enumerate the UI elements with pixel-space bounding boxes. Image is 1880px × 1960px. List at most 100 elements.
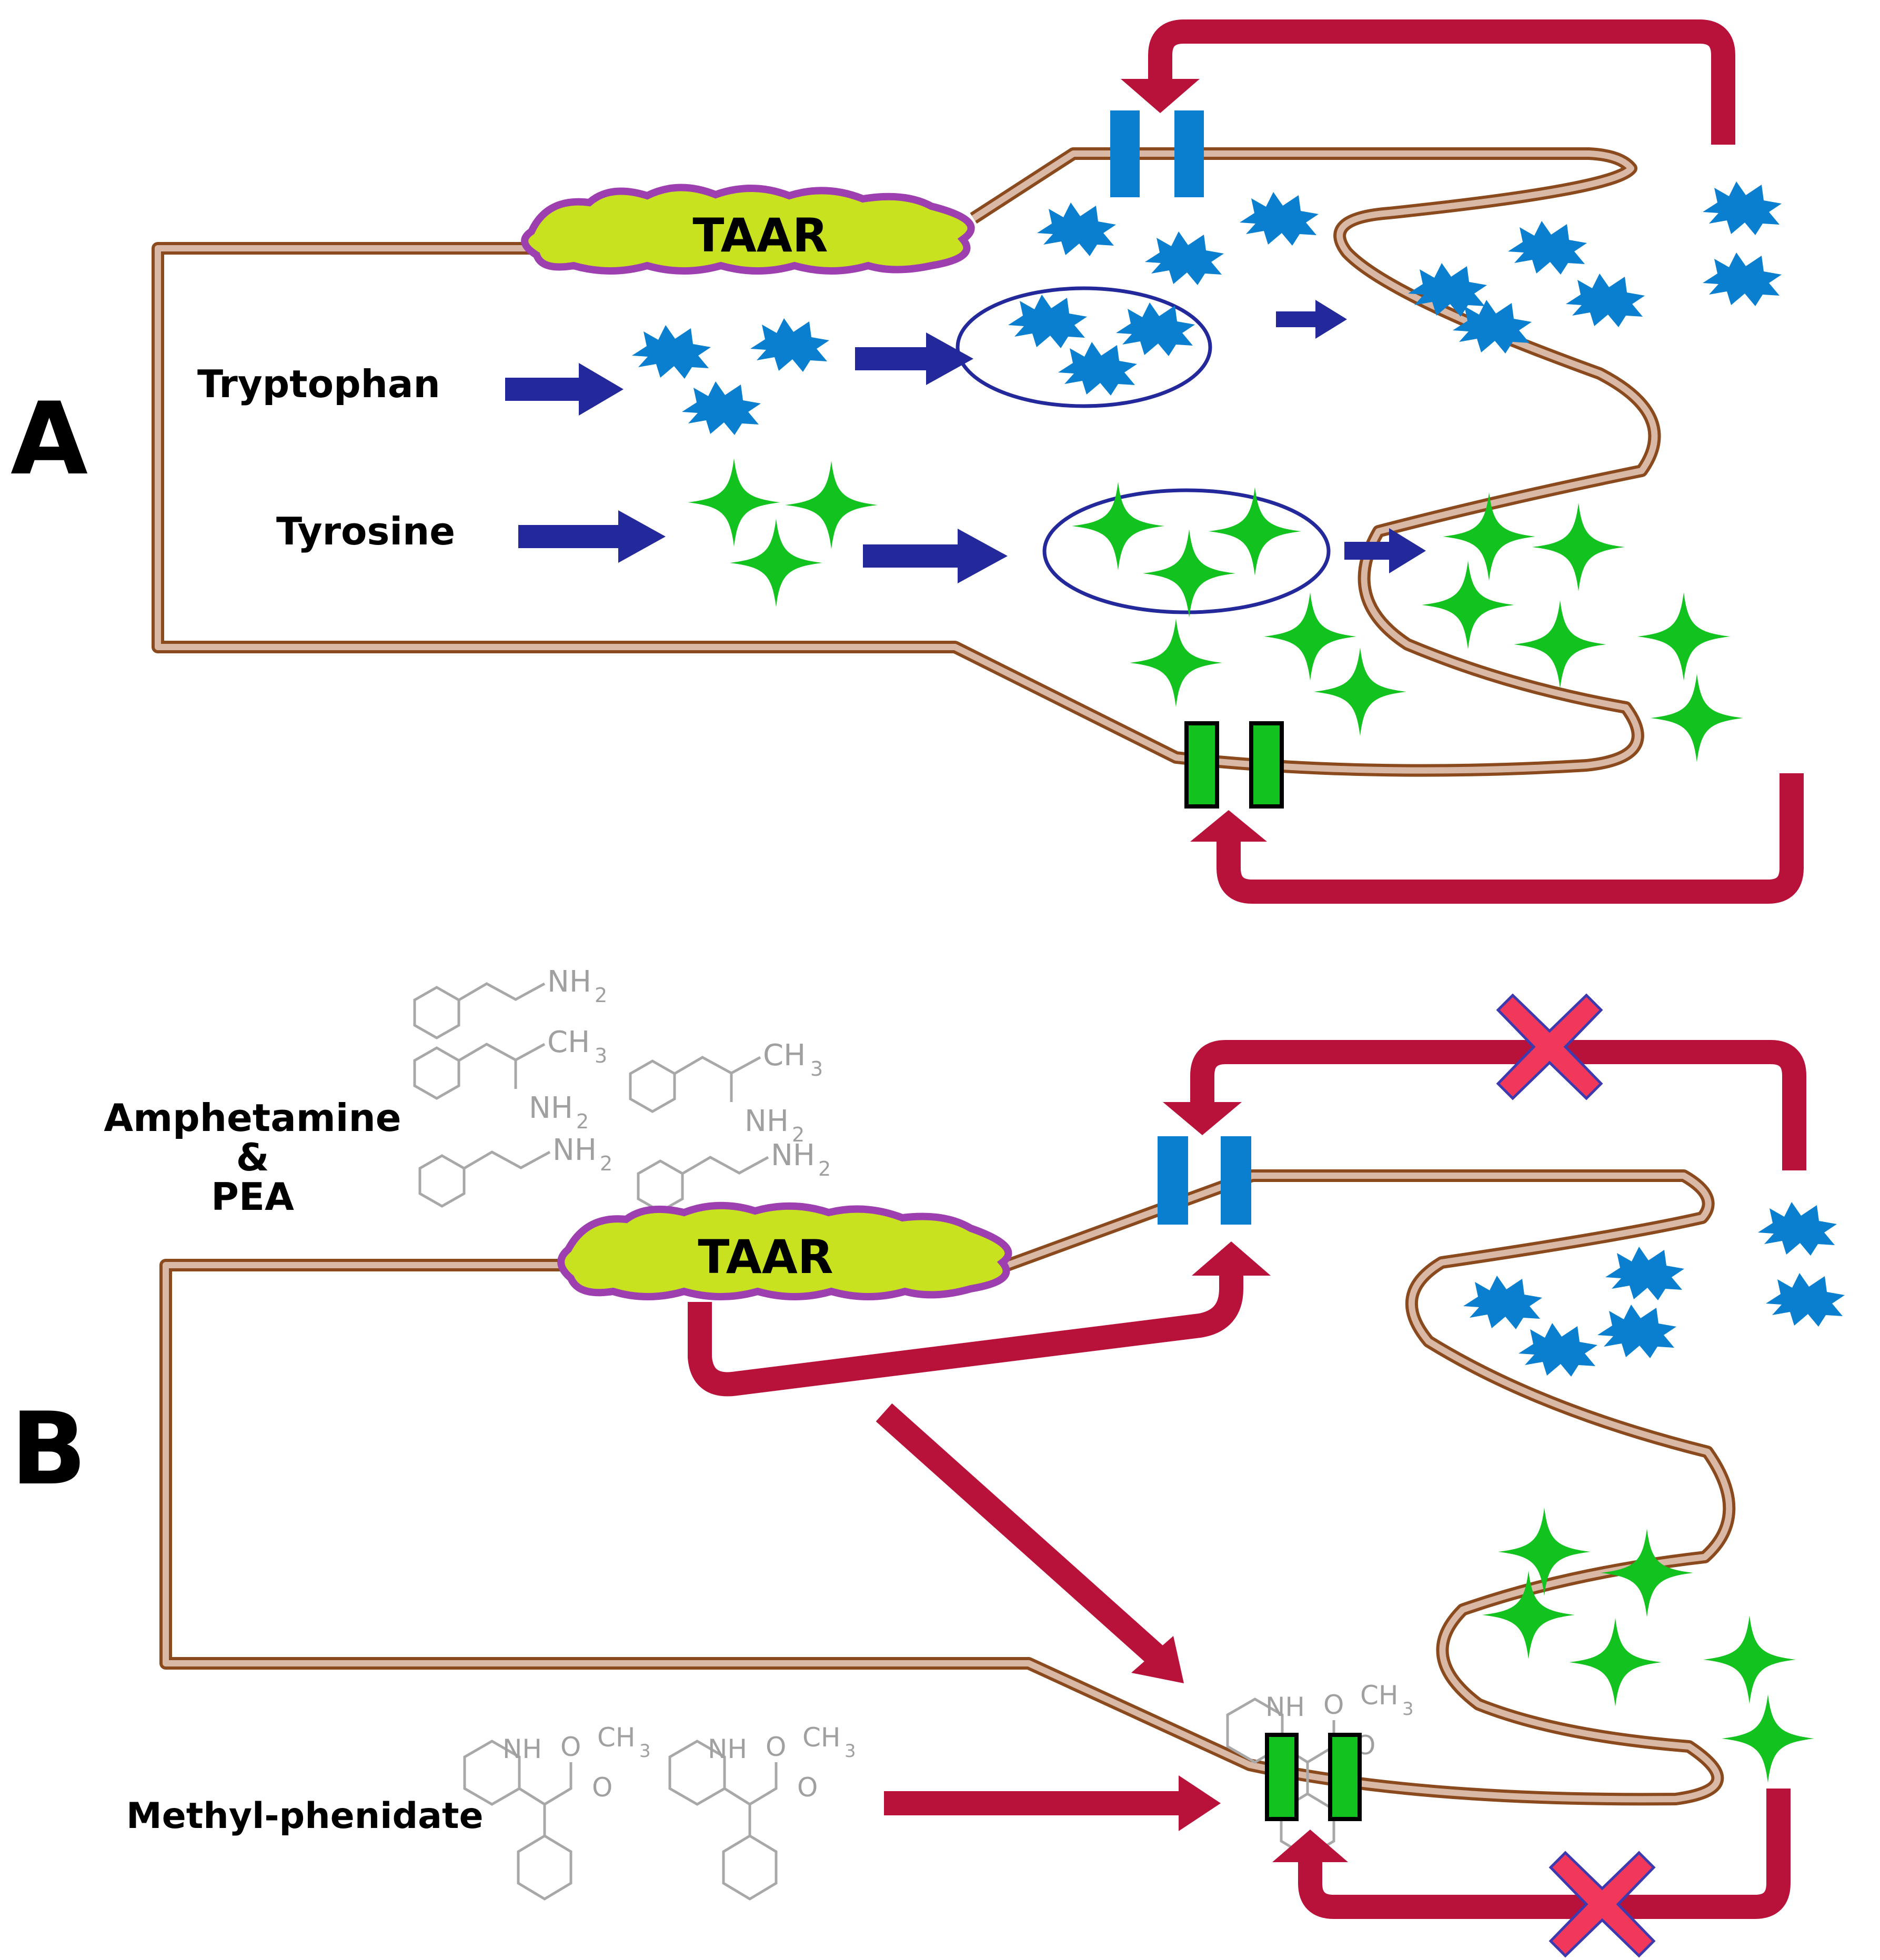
serotonin-molecule: [1463, 1276, 1542, 1329]
methylphenidate-molecule-structure: NH O O CH 3: [668, 1722, 856, 1901]
synthesis-arrows-a: [505, 300, 1426, 583]
serotonin-transporter-a: [1110, 110, 1204, 197]
amphetamine-molecule-structure: CH 3 NH 2: [629, 1038, 823, 1146]
pea-molecule-structure: NH 2: [418, 1133, 612, 1208]
serotonin-reuptake-arrow-a: [1121, 19, 1735, 145]
svg-text:2: 2: [792, 1123, 805, 1146]
serotonin-reuptake-arrow-b: [1163, 995, 1806, 1170]
serotonin-molecule: [1519, 1323, 1597, 1377]
tyrosine-label: Tyrosine: [276, 509, 455, 553]
taar-receptor-a: TAAR: [521, 184, 975, 275]
dopamine-molecule: [1514, 600, 1606, 689]
pea-molecule-structure: NH 2: [637, 1138, 831, 1213]
serotonin-molecule: [1566, 274, 1645, 327]
dopamine-transporter-b: [1265, 1733, 1362, 1821]
neuron-a-membrane: [152, 147, 1661, 777]
dopamine-packaging-arrow: [863, 529, 1008, 583]
svg-text:CH: CH: [1360, 1680, 1399, 1711]
neuron-b-membrane: [159, 1169, 1736, 1806]
svg-text:NH: NH: [552, 1133, 597, 1167]
svg-text:2: 2: [818, 1157, 831, 1180]
serotonin-molecule: [1037, 203, 1116, 256]
serotonin-molecule: [750, 318, 829, 372]
taar-label-b: TAAR: [698, 1230, 833, 1284]
svg-text:CH: CH: [597, 1722, 636, 1753]
svg-text:NH: NH: [771, 1138, 815, 1173]
dopamine-reuptake-arrow-b: [1272, 1789, 1791, 1956]
dopamine-molecule: [785, 461, 878, 549]
methylphenidate-to-transporter-arrow: [884, 1775, 1221, 1831]
taar-receptor-b: TAAR: [557, 1201, 1012, 1300]
methylphenidate-molecule-structure: NH O O CH 3: [463, 1722, 651, 1901]
pea-label: PEA: [211, 1175, 294, 1219]
taar-to-dopamine-transporter-arrow: [876, 1403, 1184, 1683]
ampersand-label: &: [236, 1135, 269, 1179]
serotonin-molecule: [1703, 252, 1782, 306]
dopamine-molecule: [1314, 648, 1406, 736]
serotonin-molecule: [1508, 221, 1587, 275]
panel-b: B Amphetamine & PEA Methyl-phenidate NH …: [11, 965, 1845, 1956]
svg-text:3: 3: [845, 1741, 856, 1762]
serotonin-molecule: [1145, 231, 1224, 285]
serotonin-molecule: [1766, 1273, 1845, 1327]
dopamine-molecule: [1130, 619, 1222, 707]
serotonin-molecule: [1240, 192, 1319, 246]
svg-text:3: 3: [639, 1741, 651, 1762]
dopamine-molecule: [688, 458, 780, 547]
serotonin-transporter-b: [1158, 1136, 1251, 1225]
panel-b-letter: B: [11, 1391, 87, 1507]
dopamine-molecule: [730, 519, 822, 607]
svg-text:2: 2: [576, 1110, 589, 1133]
serotonin-molecule: [632, 325, 711, 379]
svg-text:CH: CH: [763, 1038, 806, 1073]
svg-text:O: O: [797, 1772, 818, 1803]
dopamine-molecule: [1209, 487, 1301, 575]
svg-text:3: 3: [595, 1044, 607, 1067]
dopamine-molecule: [1532, 503, 1625, 591]
serotonin-packaging-arrow: [855, 332, 973, 385]
svg-text:2: 2: [595, 984, 607, 1007]
svg-text:NH: NH: [529, 1091, 573, 1125]
panel-a: A TAAR Tryptophan Tyrosine: [11, 19, 1804, 904]
svg-text:O: O: [1323, 1690, 1344, 1720]
taar-label-a: TAAR: [692, 208, 828, 262]
amphetamine-pea-structures: NH 2 CH 3 NH 2 CH 3 NH 2: [413, 965, 831, 1213]
tryptophan-label: Tryptophan: [197, 362, 440, 406]
svg-text:NH: NH: [745, 1104, 789, 1138]
tryptophan-synthesis-arrow: [505, 363, 624, 416]
serotonin-molecule: [1597, 1305, 1676, 1358]
svg-text:2: 2: [600, 1152, 612, 1175]
dopamine-reuptake-arrow-a: [1190, 773, 1804, 904]
serotonin-vesicle-a: [956, 286, 1212, 408]
dopamine-molecule: [1722, 1694, 1814, 1783]
dopamine-release-arrow: [1344, 528, 1426, 573]
methylphenidate-label: Methyl-phenidate: [126, 1795, 484, 1837]
serotonin-molecule: [1058, 342, 1137, 396]
dopamine-molecule: [1072, 482, 1164, 570]
amphetamine-label: Amphetamine: [104, 1096, 401, 1140]
amphetamine-molecule-structure: CH 3 NH 2: [413, 1025, 607, 1133]
dopamine-molecule: [1601, 1529, 1693, 1617]
svg-text:O: O: [766, 1732, 786, 1762]
dopamine-molecule: [1637, 592, 1730, 681]
serotonin-molecule: [1703, 181, 1782, 235]
svg-text:CH: CH: [547, 1025, 590, 1059]
svg-text:NH: NH: [708, 1734, 747, 1764]
pea-molecule-structure: NH 2: [413, 965, 607, 1039]
panel-a-letter: A: [11, 381, 88, 497]
serotonin-molecule: [682, 381, 761, 435]
tyrosine-synthesis-arrow: [518, 510, 666, 563]
dopamine-molecule: [1143, 529, 1235, 618]
svg-text:CH: CH: [802, 1722, 841, 1753]
serotonin-molecule: [1008, 295, 1087, 348]
svg-text:NH: NH: [1265, 1692, 1305, 1722]
svg-text:O: O: [560, 1732, 581, 1762]
serotonin-molecule: [1758, 1202, 1837, 1256]
svg-text:NH: NH: [547, 965, 591, 999]
svg-text:3: 3: [1402, 1699, 1414, 1720]
dopamine-molecule: [1422, 561, 1514, 649]
serotonin-release-arrow: [1276, 300, 1347, 339]
serotonin-molecule: [1605, 1247, 1684, 1300]
dopamine-molecule: [1703, 1615, 1796, 1704]
